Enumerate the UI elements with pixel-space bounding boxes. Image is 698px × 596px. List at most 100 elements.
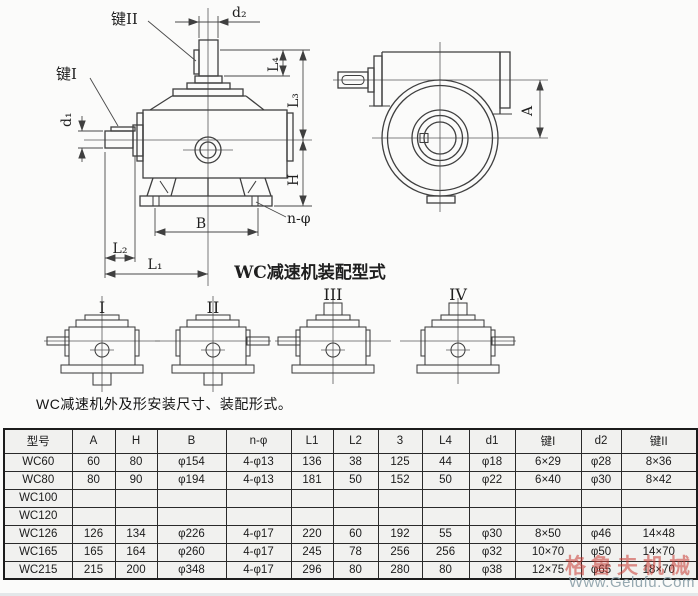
col-header: d2 <box>580 428 622 454</box>
model-cell: WC126 <box>3 524 73 544</box>
col-header: 键I <box>514 428 582 454</box>
cell: φ30 <box>580 470 622 490</box>
cell <box>421 506 470 526</box>
table-row: WC126 126 134 φ226 4-φ17 220 60 192 55 φ… <box>3 524 698 544</box>
cell: 14×48 <box>620 524 698 544</box>
cell: 4-φ17 <box>225 560 292 580</box>
col-header: n-φ <box>225 428 292 454</box>
col-header: A <box>71 428 116 454</box>
cell: 181 <box>290 470 334 490</box>
cell: 18×70 <box>620 560 698 580</box>
assembly-type-3: III <box>275 285 391 384</box>
cell: φ260 <box>156 542 227 562</box>
dim-label-H: H <box>286 174 302 186</box>
side-view: A <box>333 42 548 212</box>
cell: 50 <box>421 470 470 490</box>
col-header: L4 <box>421 428 470 454</box>
col-header: L2 <box>332 428 379 454</box>
assembly-title: WC减速机装配型式 <box>233 262 386 283</box>
cell: φ194 <box>156 470 227 490</box>
model-cell: WC120 <box>3 506 73 526</box>
cell <box>421 488 470 508</box>
cell <box>71 488 116 508</box>
cell: φ38 <box>468 560 516 580</box>
header-row: 型号 A H B n-φ L1 L2 3 L4 d1 键I d2 键II <box>3 428 698 454</box>
col-header: L1 <box>290 428 334 454</box>
assembly-type-4-label: IV <box>449 285 467 304</box>
cell: 125 <box>377 452 423 472</box>
cell <box>468 488 516 508</box>
cell: 78 <box>332 542 379 562</box>
cell <box>290 488 334 508</box>
col-header: 型号 <box>3 428 73 454</box>
dim-label-B: B <box>196 216 206 232</box>
cell: 164 <box>114 542 158 562</box>
cell: 4-φ17 <box>225 542 292 562</box>
cell <box>580 488 622 508</box>
cell: 6×29 <box>514 452 582 472</box>
spec-table: 型号 A H B n-φ L1 L2 3 L4 d1 键I d2 键II WC6… <box>3 428 698 580</box>
cell: 136 <box>290 452 334 472</box>
cell <box>156 506 227 526</box>
cell <box>468 506 516 526</box>
cell <box>225 506 292 526</box>
cell: 152 <box>377 470 423 490</box>
cell: 245 <box>290 542 334 562</box>
cell <box>114 506 158 526</box>
cell: 44 <box>421 452 470 472</box>
assembly-type-2: II <box>155 296 271 392</box>
assembly-type-1-label: I <box>99 298 105 317</box>
assembly-type-2-label: II <box>207 298 220 317</box>
cell <box>377 488 423 508</box>
cell <box>514 506 582 526</box>
cell: φ22 <box>468 470 516 490</box>
cell: 192 <box>377 524 423 544</box>
assembly-type-4: IV <box>400 285 516 384</box>
table-row: WC100 <box>3 488 698 508</box>
cell <box>514 488 582 508</box>
cell: φ32 <box>468 542 516 562</box>
cell: 10×70 <box>514 542 582 562</box>
cell: 80 <box>71 470 116 490</box>
dim-label-L4: L₄ <box>266 57 282 72</box>
cell: φ50 <box>580 542 622 562</box>
cell: 8×36 <box>620 452 698 472</box>
dim-label-key2: 键II <box>111 10 138 28</box>
cell: φ65 <box>580 560 622 580</box>
cell <box>156 488 227 508</box>
cell: 4-φ13 <box>225 470 292 490</box>
dim-label-A: A <box>520 105 536 117</box>
cell: 90 <box>114 470 158 490</box>
cell: 6×40 <box>514 470 582 490</box>
col-header: B <box>156 428 227 454</box>
cell <box>290 506 334 526</box>
model-cell: WC215 <box>3 560 73 580</box>
dim-label-L1: L₁ <box>148 257 163 273</box>
table-row: WC60 60 80 φ154 4-φ13 136 38 125 44 φ18 … <box>3 452 698 472</box>
table-row: WC165 165 164 φ260 4-φ17 245 78 256 256 … <box>3 542 698 562</box>
col-header: 3 <box>377 428 423 454</box>
cell: 14×70 <box>620 542 698 562</box>
front-view: 键II d₂ 键I d₁ L₄ L₃ H n-φ B L₂ L₁ <box>56 5 312 286</box>
cell: 215 <box>71 560 116 580</box>
cell: 8×42 <box>620 470 698 490</box>
assembly-type-1: I <box>44 296 160 392</box>
dim-label-key1: 键I <box>56 65 77 83</box>
page-bottom-edge <box>0 593 698 596</box>
cell <box>620 506 698 526</box>
dim-label-n-phi: n-φ <box>287 211 311 227</box>
cell: 80 <box>114 452 158 472</box>
cell: 256 <box>421 542 470 562</box>
table-row: WC215 215 200 φ348 4-φ17 296 80 280 80 φ… <box>3 560 698 580</box>
cell <box>225 488 292 508</box>
dim-label-L2: L₂ <box>113 241 128 257</box>
cell: 12×75 <box>514 560 582 580</box>
table-row: WC80 80 90 φ194 4-φ13 181 50 152 50 φ22 … <box>3 470 698 490</box>
cell: 50 <box>332 470 379 490</box>
assembly-type-3-label: III <box>324 285 343 304</box>
cell: 134 <box>114 524 158 544</box>
cell: 80 <box>332 560 379 580</box>
cell: 165 <box>71 542 116 562</box>
caption-text: WC减速机外及形安装尺寸、装配形式。 <box>36 396 293 412</box>
